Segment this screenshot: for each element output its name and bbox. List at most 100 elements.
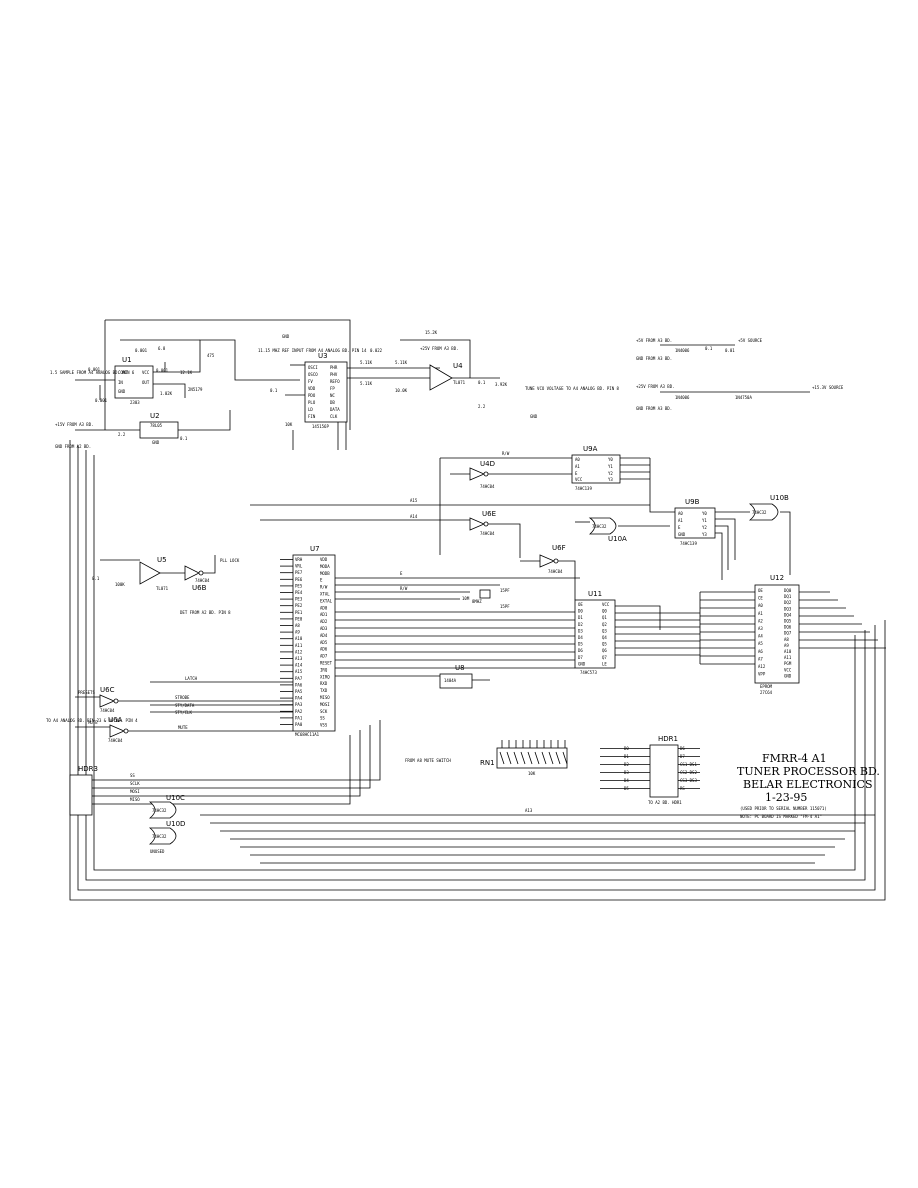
- svg-text:74HC04: 74HC04: [548, 569, 563, 574]
- svg-text:145156P: 145156P: [312, 424, 329, 429]
- chip-u3: U3 145156P OSCI OSCO FV VDD PDO PLO LD F…: [304, 352, 348, 429]
- svg-text:MOSI: MOSI: [130, 789, 140, 794]
- u11-pins: OED0D1D2D3D4D5D6D7GNDVCCQ0Q1Q2Q3Q4Q5Q6Q7…: [578, 602, 610, 666]
- svg-text:10M: 10M: [462, 596, 470, 601]
- u11-pin-label: VCC: [602, 602, 610, 607]
- svg-text:U10A: U10A: [608, 535, 627, 543]
- svg-text:SS: SS: [130, 773, 135, 778]
- u7-pin-label: XTAL: [320, 592, 330, 597]
- svg-text:U4: U4: [453, 362, 463, 370]
- svg-text:1.02K: 1.02K: [160, 391, 173, 396]
- svg-text:U6F: U6F: [552, 544, 566, 552]
- u12-pin-label: OE: [758, 588, 763, 593]
- svg-text:78L05: 78L05: [150, 423, 163, 428]
- svg-text:U10D: U10D: [166, 820, 185, 828]
- svg-text:Y3: Y3: [608, 477, 613, 482]
- u12-pin-label: A12: [758, 664, 766, 669]
- svg-text:U9B: U9B: [685, 498, 700, 506]
- svg-text:VDD: VDD: [308, 386, 316, 391]
- svg-text:MISO: MISO: [130, 797, 140, 802]
- chip-u1: U1 2303 CONT VCC IN OUT GND: [114, 356, 154, 405]
- svg-text:A1: A1: [678, 518, 683, 523]
- u7-pin-label: MISO: [320, 695, 330, 700]
- u12-pin-label: CE: [758, 596, 763, 601]
- svg-text:74HC04: 74HC04: [480, 484, 495, 489]
- u7-pin-label: VSS: [320, 723, 328, 728]
- svg-text:Y1: Y1: [702, 518, 707, 523]
- main-border-wires: [69, 319, 886, 901]
- u7-pin-label: A9: [295, 630, 300, 635]
- u7-pin-label: PE3: [295, 597, 303, 602]
- svg-text:DATA: DATA: [330, 407, 340, 412]
- u12-pin-label: VCC: [784, 667, 792, 672]
- svg-text:0.001: 0.001: [135, 348, 148, 353]
- u1-ref: U1: [122, 356, 132, 364]
- inverter-u6c: U6C 74HC04: [99, 686, 119, 713]
- svg-text:E: E: [678, 525, 681, 530]
- u7-pin-label: E: [320, 578, 323, 583]
- u7-pin-label: PA6: [295, 682, 303, 687]
- svg-text:U4D: U4D: [480, 460, 495, 468]
- svg-text:8MHZ: 8MHZ: [472, 599, 482, 604]
- svg-text:U9A: U9A: [583, 445, 598, 453]
- svg-text:0.001: 0.001: [156, 368, 169, 373]
- u7-pin-label: A13: [295, 656, 303, 661]
- u7-pin-label: PA7: [295, 676, 303, 681]
- svg-text:VCC: VCC: [142, 370, 150, 375]
- u7-left-pins: VRHVRLPE7PE6PE5PE4PE3PE2PE1PE0A8A9A10A11…: [280, 557, 303, 727]
- svg-text:U6C: U6C: [100, 686, 115, 694]
- u11-pin-label: D6: [578, 648, 583, 653]
- u7-pin-label: PA4: [295, 696, 303, 701]
- svg-text:U11: U11: [588, 590, 602, 598]
- svg-text:U12: U12: [770, 574, 784, 582]
- svg-text:0.1: 0.1: [478, 380, 486, 385]
- det-input-label: DET FROM A2 BD. PIN 8: [180, 610, 231, 615]
- svg-text:A0: A0: [575, 457, 580, 462]
- svg-text:OSCI: OSCI: [308, 365, 318, 370]
- u11-pin-label: D7: [578, 655, 583, 660]
- u11-pin-label: D4: [578, 635, 583, 640]
- svg-text:475: 475: [207, 353, 215, 358]
- svg-text:TL071: TL071: [156, 586, 169, 591]
- svg-text:R/W: R/W: [502, 451, 510, 456]
- resistor-network-rn1: RN1 10K: [480, 747, 568, 776]
- input-15v-label: +15V FROM A3 BD.: [55, 422, 94, 427]
- u11-pin-label: Q0: [602, 609, 607, 614]
- u7-pin-label: R/W: [320, 585, 328, 590]
- svg-text:STY/CLK: STY/CLK: [175, 710, 192, 715]
- u12-pin-label: DQ3: [784, 606, 792, 611]
- ref-input-label: 11.15 MHZ REF INPUT FROM A4 ANALOG BD. P…: [258, 348, 367, 353]
- u12-pin-label: DQ0: [784, 588, 792, 593]
- svg-text:2.2: 2.2: [118, 432, 126, 437]
- svg-text:0.001: 0.001: [88, 367, 101, 372]
- inverter-u4d: U4D 74HC04: [469, 460, 495, 489]
- svg-text:U10C: U10C: [166, 794, 185, 802]
- svg-text:GND FROM A3 BD.: GND FROM A3 BD.: [636, 406, 672, 411]
- u7-pin-label: VDD: [320, 557, 328, 562]
- u12-pin-label: A5: [758, 641, 763, 646]
- u12-pin-label: A7: [758, 656, 763, 661]
- svg-text:3.92K: 3.92K: [495, 382, 508, 387]
- chip-u12: U12 EPROM 27C64: [754, 574, 800, 695]
- chip-u7: U7 MC68HC11A1: [292, 545, 336, 737]
- u7-pin-label: PA1: [295, 715, 303, 720]
- svg-text:U7: U7: [310, 545, 320, 553]
- svg-text:GND FROM A3 BD.: GND FROM A3 BD.: [636, 356, 672, 361]
- u7-pin-label: A12: [295, 649, 303, 654]
- svg-text:U8: U8: [455, 664, 465, 672]
- chip-u2: U2 78L05 GND: [139, 412, 179, 445]
- title-note-1: (USED PRIOR TO SERIAL NUMBER 115071): [740, 806, 827, 811]
- presets-label: PRESETS: [78, 690, 95, 695]
- svg-text:0.1: 0.1: [705, 346, 713, 351]
- svg-text:LD: LD: [308, 407, 313, 412]
- svg-text:+25V FROM A3 BD.: +25V FROM A3 BD.: [420, 346, 459, 351]
- svg-text:74HC32: 74HC32: [152, 808, 167, 813]
- crystal-y1: 8MHZ 15PF 15PF 10M: [462, 588, 510, 609]
- bottom-bus: A13: [200, 808, 875, 864]
- u7-pin-label: MODB: [320, 571, 330, 576]
- header-hdr3: HDR3: [69, 765, 98, 816]
- gate-u10b: U10B 74HC32: [748, 494, 789, 521]
- svg-text:TL071: TL071: [453, 380, 466, 385]
- source-5v-label: +5V SOURCE: [738, 338, 763, 343]
